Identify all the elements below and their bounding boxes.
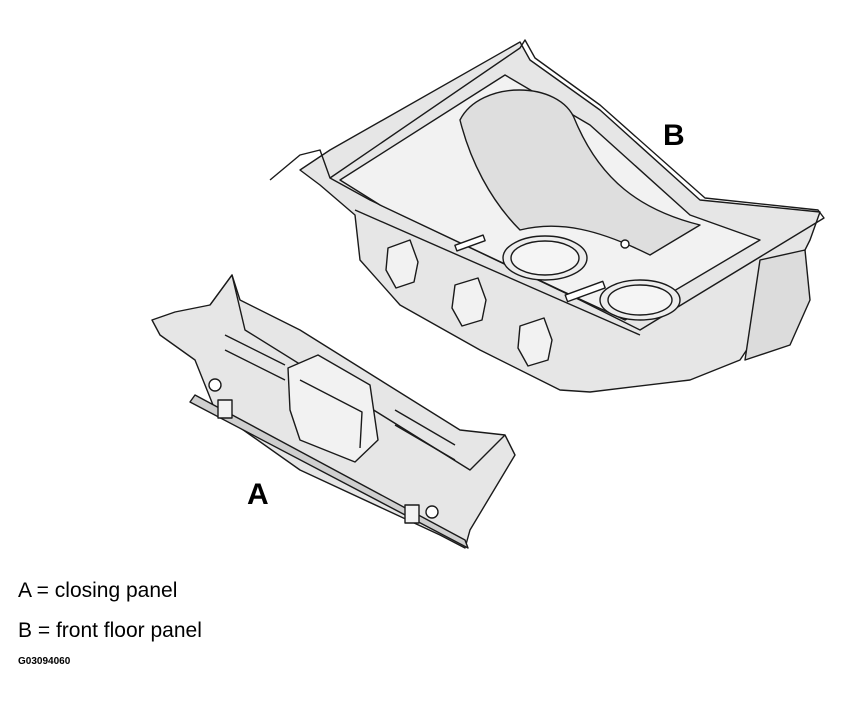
legend-item-a: A = closing panel xyxy=(18,579,178,602)
closing-panel-a xyxy=(151,274,516,549)
exploded-view-illustration xyxy=(151,39,825,549)
callout-b: B xyxy=(663,119,685,152)
front-floor-panel-b xyxy=(269,39,825,393)
callout-a: A xyxy=(247,478,269,511)
figure-id: G03094060 xyxy=(18,656,71,667)
legend-item-b: B = front floor panel xyxy=(18,619,202,642)
